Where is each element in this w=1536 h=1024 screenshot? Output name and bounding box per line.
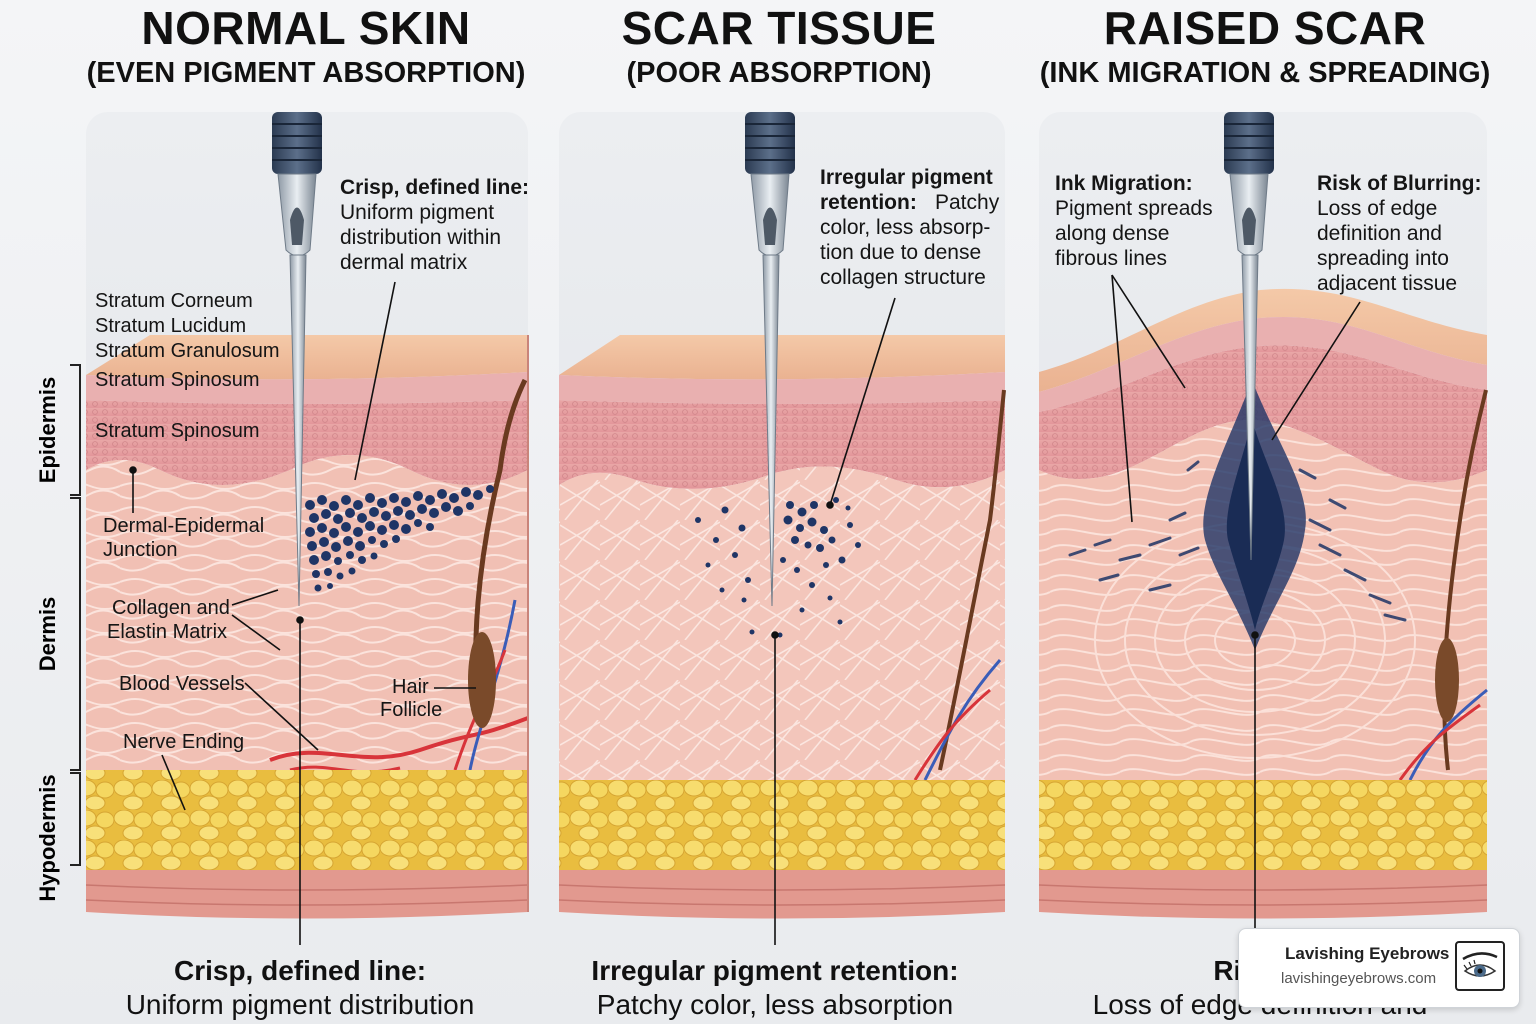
needle-scar xyxy=(745,112,795,607)
bottom-heading: Crisp, defined line: xyxy=(173,955,427,986)
side-label-dermis: Dermis xyxy=(35,597,60,672)
pigment-cluster-even xyxy=(305,485,494,592)
callout-line-blurring-2: definition and xyxy=(1317,222,1442,245)
callout-heading-normal: Crisp, defined line: xyxy=(340,176,529,199)
label-stratum-spinosum-1: Stratum Spinosum xyxy=(95,369,260,391)
callout-line-scar-3: tion due to dense xyxy=(820,241,981,264)
label-blood-vessels: Blood Vessels xyxy=(119,673,245,695)
brand-badge[interactable]: Lavishing Eyebrows lavishingeyebrows.com xyxy=(1238,928,1520,1008)
callout-line-blurring-3: spreading into xyxy=(1317,247,1449,270)
callout-line-blurring-4: adjacent tissue xyxy=(1317,272,1457,295)
callout-line-scar-4: collagen structure xyxy=(820,266,986,289)
needle-raised xyxy=(1224,112,1274,561)
bottom-caption-normal: Crisp, defined line: Uniform pigment dis… xyxy=(40,954,560,1022)
leader-lines-panel2 xyxy=(771,297,896,945)
label-hair-1: Hair xyxy=(392,676,429,698)
label-stratum-spinosum-2: Stratum Spinosum xyxy=(95,420,260,442)
block-scar-tissue xyxy=(558,112,1006,919)
panel-title-raised-scar: RAISED SCAR (INK MIGRATION & SPREADING) xyxy=(1005,2,1525,90)
title: SCAR TISSUE xyxy=(621,2,937,54)
pigment-cluster-patchy xyxy=(695,497,861,638)
layer-brackets xyxy=(70,364,81,866)
label-stratum-lucidum: Stratum Lucidum xyxy=(95,315,246,337)
bottom-caption-scar: Irregular pigment retention: Patchy colo… xyxy=(515,954,1035,1022)
bottom-heading: Irregular pigment retention: xyxy=(591,955,959,986)
subtitle: (EVEN PIGMENT ABSORPTION) xyxy=(86,57,526,89)
callout-line-normal-3: dermal matrix xyxy=(340,251,468,274)
block-normal-skin xyxy=(85,112,529,919)
label-dej-2: Junction xyxy=(103,539,178,561)
label-collagen-1: Collagen and xyxy=(112,597,230,619)
callout-heading-migration: Ink Migration: xyxy=(1055,172,1193,195)
leader-lines-panel1 xyxy=(129,281,476,945)
subtitle: (POOR ABSORPTION) xyxy=(626,57,932,89)
ink-spread xyxy=(1068,380,1407,650)
title: RAISED SCAR xyxy=(1103,2,1427,54)
panel-title-scar-tissue: SCAR TISSUE (POOR ABSORPTION) xyxy=(519,2,1039,90)
side-label-hypodermis: Hypodermis xyxy=(35,774,60,901)
label-stratum-corneum: Stratum Corneum xyxy=(95,290,253,312)
callout-heading-blurring: Risk of Blurring: xyxy=(1317,172,1482,195)
panel-title-normal-skin: NORMAL SKIN (EVEN PIGMENT ABSORPTION) xyxy=(46,2,566,90)
bottom-text: Patchy color, less absorption xyxy=(596,989,954,1020)
eye-logo-icon xyxy=(1455,941,1505,991)
callout-line-scar-2: color, less absorp- xyxy=(820,216,990,239)
leader-lines-panel3 xyxy=(1111,274,1361,945)
title: NORMAL SKIN xyxy=(141,2,471,54)
label-hair-2: Follicle xyxy=(380,699,442,721)
side-label-epidermis: Epidermis xyxy=(35,377,60,483)
label-nerve-ending: Nerve Ending xyxy=(123,731,244,753)
bottom-text: Uniform pigment distribution xyxy=(125,989,475,1020)
brand-name: Lavishing Eyebrows xyxy=(1285,944,1450,963)
callout-line-normal-2: distribution within xyxy=(340,226,501,249)
callout-line-normal-1: Uniform pigment xyxy=(340,201,494,224)
callout-line-migration-1: Pigment spreads xyxy=(1055,197,1213,220)
callout-line-blurring-1: Loss of edge xyxy=(1317,197,1437,220)
label-dej-1: Dermal-Epidermal xyxy=(103,515,264,537)
callout-heading-scar-2: retention: xyxy=(820,191,917,214)
label-stratum-granulosum: Stratum Granulosum xyxy=(95,340,280,362)
callout-line-migration-3: fibrous lines xyxy=(1055,247,1167,270)
label-collagen-2: Elastin Matrix xyxy=(107,621,227,643)
block-raised-scar xyxy=(1038,112,1488,919)
brand-url[interactable]: lavishingeyebrows.com xyxy=(1281,970,1437,987)
callout-line-scar-1: Patchy xyxy=(935,191,1000,214)
callout-heading-scar-1: Irregular pigment xyxy=(820,166,993,189)
needle-normal xyxy=(272,112,322,607)
subtitle: (INK MIGRATION & SPREADING) xyxy=(1039,57,1491,89)
callout-line-migration-2: along dense xyxy=(1055,222,1169,245)
